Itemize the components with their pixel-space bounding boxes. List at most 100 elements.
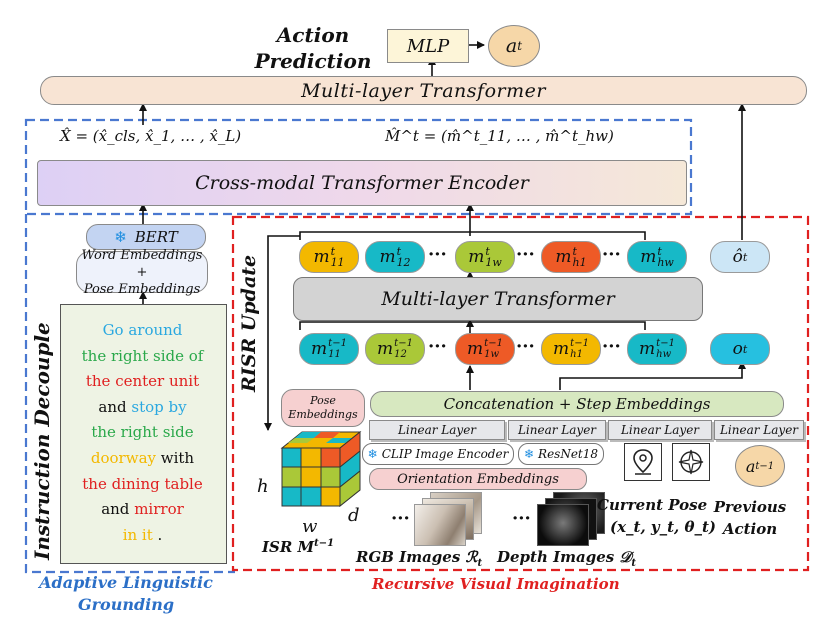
action-output-sup: t — [517, 39, 523, 53]
instruction-word: mirror — [134, 500, 184, 519]
action-output-label: a — [505, 35, 518, 57]
rvi-dashed-box — [231, 215, 810, 572]
x-hat-formula: X̂ = (x̂_cls, x̂_1, … , x̂_L) — [60, 127, 242, 145]
rvi-multi-layer-transformer: Multi-layer Transformer — [293, 277, 703, 321]
instruction-line: doorway with — [60, 446, 225, 472]
current-pose-label: Current Pose — [597, 496, 708, 514]
rgb-images-label: RGB Images ℛt — [356, 548, 483, 569]
isr-label: ISR Mt−1 — [262, 538, 334, 556]
previous-action-line1: Previous — [713, 498, 787, 516]
resnet18: ❄ ResNet18 — [518, 443, 604, 465]
bert-label: BERT — [134, 228, 178, 246]
instruction-line: the dining table — [82, 474, 203, 493]
previous-action-label: Previous Action — [710, 496, 790, 540]
concat-step-embeddings: Concatenation + Step Embeddings — [370, 391, 784, 417]
m-hat-formula: M̂^t = (m̂^t_11, … , m̂^t_hw) — [385, 127, 614, 145]
location-pin-icon — [624, 443, 662, 481]
rgb-image — [414, 504, 466, 546]
snowflake-icon: ❄ — [367, 447, 378, 461]
instruction-word: . — [157, 525, 163, 544]
rvi-title: Recursive Visual Imagination — [372, 575, 620, 593]
ellipsis: ··· — [428, 336, 447, 357]
cube-d-label: d — [348, 505, 360, 526]
linear-layer-action: Linear Layer — [714, 420, 804, 440]
isr-sup: t−1 — [314, 538, 335, 549]
instruction-word: and — [98, 397, 127, 416]
depth-images-label: Depth Images 𝒟t — [497, 548, 636, 569]
snowflake-icon: ❄ — [523, 447, 535, 461]
ellipsis: ··· — [516, 244, 535, 265]
instruction-line: the right side — [91, 423, 194, 442]
instruction-word: with — [160, 448, 195, 467]
instruction-line: Go around — [102, 321, 183, 339]
cross-modal-encoder: Cross-modal Transformer Encoder — [37, 160, 687, 206]
action-prediction-label: Action Prediction — [254, 23, 372, 73]
linear-layer-pose: Linear Layer — [608, 420, 712, 440]
prev-action-sup: t−1 — [755, 460, 775, 472]
cube-h-label: h — [257, 476, 269, 497]
instruction-line: and mirror — [60, 497, 225, 523]
alg-title-line1: Adaptive Linguistic — [39, 573, 213, 592]
ellipsis: ··· — [428, 244, 447, 265]
alg-dashed-box — [24, 118, 693, 216]
mlp-box: MLP — [387, 29, 469, 63]
pose-embeddings-box: Pose Embeddings — [281, 389, 365, 427]
previous-action-line2: Action — [722, 520, 778, 538]
ellipsis: ··· — [516, 336, 535, 357]
risr-update-label: RISR Update — [238, 254, 260, 392]
instruction-line: the right side of — [81, 346, 204, 365]
instruction-word: and — [101, 500, 130, 519]
bert-box: ❄ BERT — [86, 224, 206, 250]
instruction-line: the center unit — [85, 372, 200, 391]
instruction-line: in it . — [60, 523, 225, 549]
word-pose-embeddings: Word Embeddings + Pose Embeddings — [76, 248, 208, 297]
linear-layer-resnet: Linear Layer — [508, 420, 606, 440]
pose-embeddings-line2: Embeddings — [288, 408, 358, 421]
prev-action-label: a — [745, 456, 756, 476]
pose-embeddings-label: Pose Embeddings — [83, 281, 201, 297]
instruction-word: stop by — [131, 397, 187, 416]
isr-text: ISR M — [262, 538, 315, 556]
ellipsis: ··· — [602, 336, 621, 357]
top-multi-layer-transformer: Multi-layer Transformer — [40, 76, 807, 105]
resnet-label: ResNet18 — [538, 447, 599, 461]
ellipsis: ··· — [602, 244, 621, 265]
clip-image-encoder: ❄ CLIP Image Encoder — [362, 443, 514, 465]
depth-image-stack — [537, 492, 607, 546]
clip-label: CLIP Image Encoder — [381, 447, 509, 461]
rgb-image-stack — [414, 492, 484, 546]
ellipsis: ··· — [391, 508, 410, 529]
snowflake-icon: ❄ — [114, 228, 127, 246]
instruction-text: Go around the right side of the center u… — [60, 318, 225, 548]
instruction-word: in it — [122, 525, 153, 544]
alg-title-line2: Grounding — [77, 595, 175, 614]
linear-layer-clip: Linear Layer — [369, 420, 505, 440]
ellipsis: ··· — [512, 508, 531, 529]
compass-icon — [672, 443, 710, 481]
word-embeddings-label: Word Embeddings + — [81, 247, 203, 280]
instruction-word: doorway — [90, 448, 156, 467]
pose-tuple-label: (x_t, y_t, θ_t) — [610, 518, 717, 536]
pose-embeddings-line1: Pose — [310, 394, 336, 407]
orientation-embeddings: Orientation Embeddings — [369, 468, 587, 490]
cube-w-label: w — [302, 516, 318, 537]
instruction-line: and stop by — [60, 395, 225, 421]
alg-dashed-box-side — [24, 214, 235, 574]
isr-cube — [280, 430, 362, 508]
depth-image — [537, 504, 589, 546]
